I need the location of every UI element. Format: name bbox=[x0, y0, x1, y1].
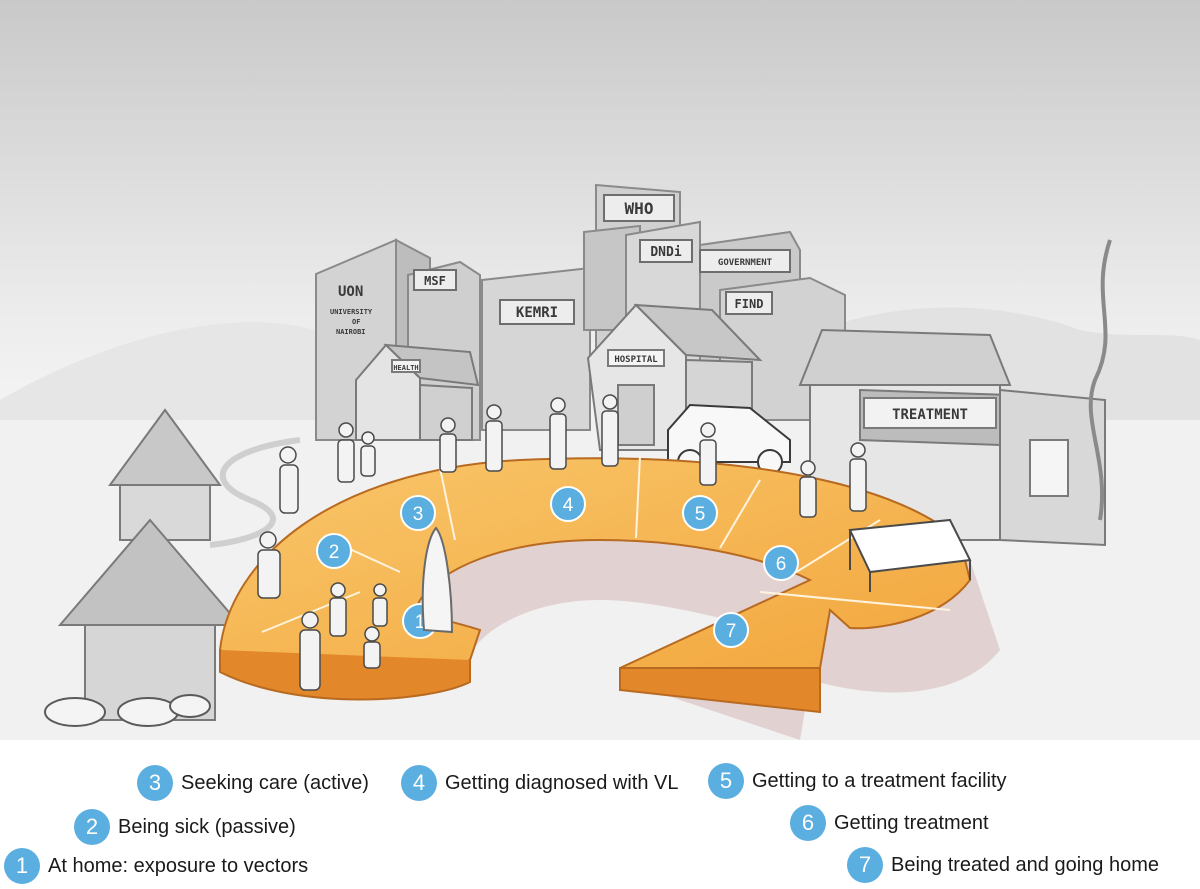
step-badge-7-num: 7 bbox=[726, 621, 737, 642]
building-signs: WHO DNDi GOVERNMENT FIND KEMRI MSF UON U… bbox=[330, 194, 791, 336]
step-badge-4-num: 4 bbox=[563, 495, 574, 516]
sign-find: FIND bbox=[735, 297, 764, 311]
legend-badge-3: 3 bbox=[137, 765, 173, 801]
legend-label-7: Being treated and going home bbox=[891, 853, 1159, 876]
step-badge-5 bbox=[682, 495, 718, 531]
tree-right bbox=[1088, 239, 1112, 521]
sign-who: WHO bbox=[625, 199, 654, 218]
legend-item-3: 3 Seeking care (active) bbox=[137, 765, 369, 801]
standing-stone bbox=[421, 526, 454, 634]
step-badge-4 bbox=[550, 486, 586, 522]
sign-uon-line3: NAIROBI bbox=[336, 328, 366, 336]
step-badge-3 bbox=[400, 495, 436, 531]
sign-treatment: TREATMENT bbox=[892, 407, 968, 423]
sheep-group bbox=[44, 694, 211, 727]
legend-badge-5: 5 bbox=[708, 763, 744, 799]
health-post: HEALTH bbox=[355, 343, 480, 441]
legend-item-5: 5 Getting to a treatment facility bbox=[708, 763, 1007, 799]
legend-label-5: Getting to a treatment facility bbox=[752, 769, 1007, 792]
legend-label-3: Seeking care (active) bbox=[181, 771, 369, 794]
sign-kemri: KEMRI bbox=[516, 305, 558, 321]
legend-item-7: 7 Being treated and going home bbox=[847, 847, 1159, 883]
legend-item-6: 6 Getting treatment bbox=[790, 805, 989, 841]
legend-label-1: At home: exposure to vectors bbox=[48, 854, 309, 877]
path-step-badges: 1 2 3 4 5 6 7 bbox=[316, 486, 799, 648]
hut-back bbox=[108, 408, 222, 541]
legend-label-4: Getting diagnosed with VL bbox=[445, 771, 679, 794]
winding-road bbox=[209, 437, 301, 548]
care-path-edge bbox=[219, 650, 471, 701]
legend-badge-4: 4 bbox=[401, 765, 437, 801]
step-badge-6-num: 6 bbox=[776, 554, 787, 575]
step-badge-1-num: 1 bbox=[415, 612, 426, 633]
sign-hospital: HOSPITAL bbox=[614, 355, 658, 365]
sign-government: GOVERNMENT bbox=[718, 258, 773, 268]
step-badge-2 bbox=[316, 533, 352, 569]
step-badge-7 bbox=[713, 612, 749, 648]
care-arrow-edge bbox=[619, 667, 821, 714]
sign-dndi: DNDi bbox=[650, 245, 681, 260]
people-figures bbox=[257, 394, 867, 691]
sign-health: HEALTH bbox=[393, 364, 418, 372]
step-badge-3-num: 3 bbox=[413, 504, 424, 525]
legend-badge-2: 2 bbox=[74, 809, 110, 845]
sign-uon-title: UON bbox=[338, 284, 363, 300]
sign-uon-line1: UNIVERSITY bbox=[330, 308, 373, 316]
step-badge-6 bbox=[763, 545, 799, 581]
legend-item-2: 2 Being sick (passive) bbox=[74, 809, 296, 845]
legend-label-2: Being sick (passive) bbox=[118, 815, 296, 838]
sign-uon-line2: OF bbox=[352, 318, 360, 326]
step-badge-5-num: 5 bbox=[695, 504, 706, 525]
legend-badge-6: 6 bbox=[790, 805, 826, 841]
step-badge-2-num: 2 bbox=[329, 542, 340, 563]
sign-msf: MSF bbox=[424, 274, 446, 288]
legend-badge-1: 1 bbox=[4, 848, 40, 884]
hospital-bed bbox=[848, 518, 972, 592]
legend-label-6: Getting treatment bbox=[834, 811, 989, 834]
legend-item-4: 4 Getting diagnosed with VL bbox=[401, 765, 679, 801]
legend-item-1: 1 At home: exposure to vectors bbox=[4, 848, 308, 884]
legend-badge-7: 7 bbox=[847, 847, 883, 883]
